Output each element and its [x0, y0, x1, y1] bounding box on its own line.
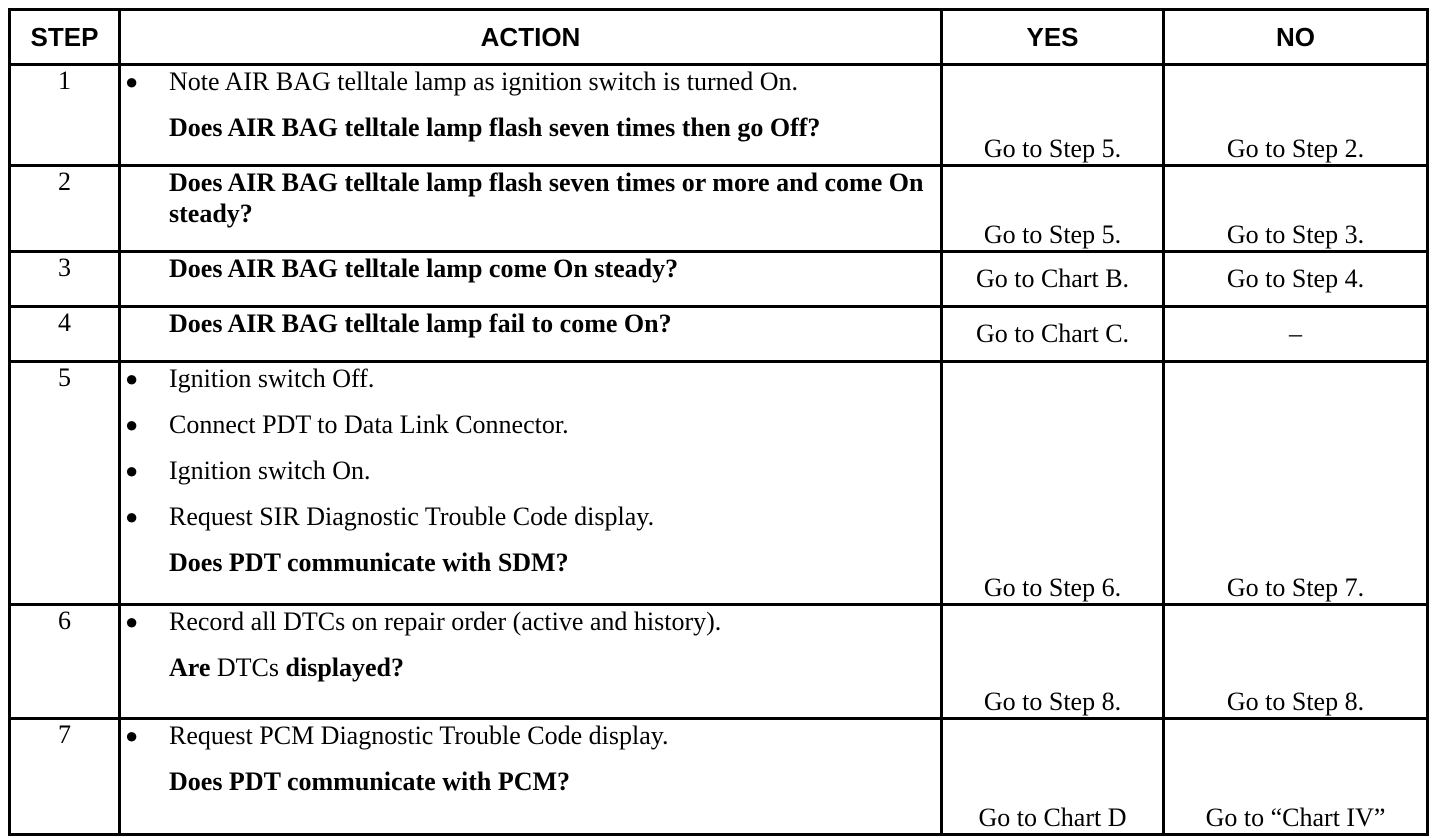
bullet-icon: ●: [125, 366, 139, 391]
table-row: 5 ● Ignition switch Off. ● Connect PDT t…: [8, 360, 1429, 606]
action-bullet-line: ● Ignition switch On.: [121, 455, 940, 486]
bullet-icon: ●: [125, 609, 139, 634]
action-cell: ● Ignition switch Off. ● Connect PDT to …: [118, 360, 943, 606]
action-instruction: Connect PDT to Data Link Connector.: [169, 410, 569, 439]
action-question: Does PDT communicate with SDM?: [169, 548, 569, 577]
diagnostic-page: STEP ACTION YES NO 1 ● Note AIR BAG tell…: [8, 8, 1429, 836]
action-instruction: Ignition switch Off.: [169, 364, 375, 393]
action-question: Does PDT communicate with PCM?: [169, 767, 571, 796]
yes-result: Go to Step 5.: [940, 63, 1165, 167]
action-cell: Does AIR BAG telltale lamp fail to come …: [118, 305, 943, 363]
no-result: Go to “Chart IV”: [1162, 717, 1429, 836]
action-instruction: Record all DTCs on repair order (active …: [169, 607, 722, 636]
step-number: 6: [8, 603, 121, 720]
header-yes: YES: [940, 8, 1165, 66]
table-row: 3 Does AIR BAG telltale lamp come On ste…: [8, 250, 1429, 308]
no-result: Go to Step 2.: [1162, 63, 1429, 167]
step-number: 7: [8, 717, 121, 836]
question-regular-part: DTCs: [216, 653, 280, 682]
action-bullet-line: ● Request PCM Diagnostic Trouble Code di…: [121, 720, 940, 751]
action-question: Does AIR BAG telltale lamp come On stead…: [169, 254, 679, 283]
table-row: 2 Does AIR BAG telltale lamp flash seven…: [8, 164, 1429, 253]
diagnostic-table: STEP ACTION YES NO 1 ● Note AIR BAG tell…: [8, 8, 1429, 836]
action-bullet-line: ● Connect PDT to Data Link Connector.: [121, 409, 940, 440]
table-header-row: STEP ACTION YES NO: [8, 8, 1429, 66]
action-cell: ● Request PCM Diagnostic Trouble Code di…: [118, 717, 943, 836]
yes-result: Go to Chart D: [940, 717, 1165, 836]
action-question: Does AIR BAG telltale lamp flash seven t…: [169, 113, 821, 142]
action-cell: ● Record all DTCs on repair order (activ…: [118, 603, 943, 720]
question-bold-part: displayed?: [285, 653, 405, 682]
yes-result: Go to Chart B.: [940, 250, 1165, 308]
header-step: STEP: [8, 8, 121, 66]
bullet-icon: ●: [125, 69, 139, 94]
yes-result: Go to Step 6.: [940, 360, 1165, 606]
action-cell: Does AIR BAG telltale lamp flash seven t…: [118, 164, 943, 253]
header-no: NO: [1162, 8, 1429, 66]
action-cell: ● Note AIR BAG telltale lamp as ignition…: [118, 63, 943, 167]
no-result: Go to Step 7.: [1162, 360, 1429, 606]
bullet-icon: ●: [125, 504, 139, 529]
action-bullet-line: ● Ignition switch Off.: [121, 363, 940, 394]
action-question-line: Does AIR BAG telltale lamp flash seven t…: [121, 112, 940, 143]
bullet-icon: ●: [125, 412, 139, 437]
question-bold-part: Are: [169, 653, 211, 682]
table-row: 4 Does AIR BAG telltale lamp fail to com…: [8, 305, 1429, 363]
no-result: Go to Step 4.: [1162, 250, 1429, 308]
no-result: –: [1162, 305, 1429, 363]
step-number: 1: [8, 63, 121, 167]
action-instruction: Request SIR Diagnostic Trouble Code disp…: [169, 502, 655, 531]
action-question-line: Does AIR BAG telltale lamp come On stead…: [121, 253, 940, 284]
action-bullet-line: ● Note AIR BAG telltale lamp as ignition…: [121, 66, 940, 97]
bullet-icon: ●: [125, 723, 139, 748]
action-question-line: Does PDT communicate with PCM?: [121, 766, 940, 797]
action-instruction: Ignition switch On.: [169, 456, 371, 485]
action-question: Does AIR BAG telltale lamp flash seven t…: [169, 168, 924, 228]
action-question-line: Does AIR BAG telltale lamp flash seven t…: [121, 167, 940, 229]
table-row: 7 ● Request PCM Diagnostic Trouble Code …: [8, 717, 1429, 836]
action-question: Does AIR BAG telltale lamp fail to come …: [169, 309, 672, 338]
step-number: 3: [8, 250, 121, 308]
table-row: 1 ● Note AIR BAG telltale lamp as igniti…: [8, 63, 1429, 167]
step-number: 5: [8, 360, 121, 606]
step-number: 2: [8, 164, 121, 253]
bullet-icon: ●: [125, 458, 139, 483]
action-bullet-line: ● Request SIR Diagnostic Trouble Code di…: [121, 501, 940, 532]
action-instruction: Request PCM Diagnostic Trouble Code disp…: [169, 721, 669, 750]
action-question-line: Are DTCs displayed?: [121, 652, 940, 683]
action-question: Are DTCs displayed?: [169, 652, 940, 683]
action-instruction: Note AIR BAG telltale lamp as ignition s…: [169, 67, 798, 96]
table-row: 6 ● Record all DTCs on repair order (act…: [8, 603, 1429, 720]
action-question-line: Does PDT communicate with SDM?: [121, 547, 940, 578]
header-action: ACTION: [118, 8, 943, 66]
yes-result: Go to Chart C.: [940, 305, 1165, 363]
no-result: Go to Step 8.: [1162, 603, 1429, 720]
yes-result: Go to Step 8.: [940, 603, 1165, 720]
yes-result: Go to Step 5.: [940, 164, 1165, 253]
action-bullet-line: ● Record all DTCs on repair order (activ…: [121, 606, 940, 637]
step-number: 4: [8, 305, 121, 363]
action-question-line: Does AIR BAG telltale lamp fail to come …: [121, 308, 940, 339]
action-cell: Does AIR BAG telltale lamp come On stead…: [118, 250, 943, 308]
no-result: Go to Step 3.: [1162, 164, 1429, 253]
